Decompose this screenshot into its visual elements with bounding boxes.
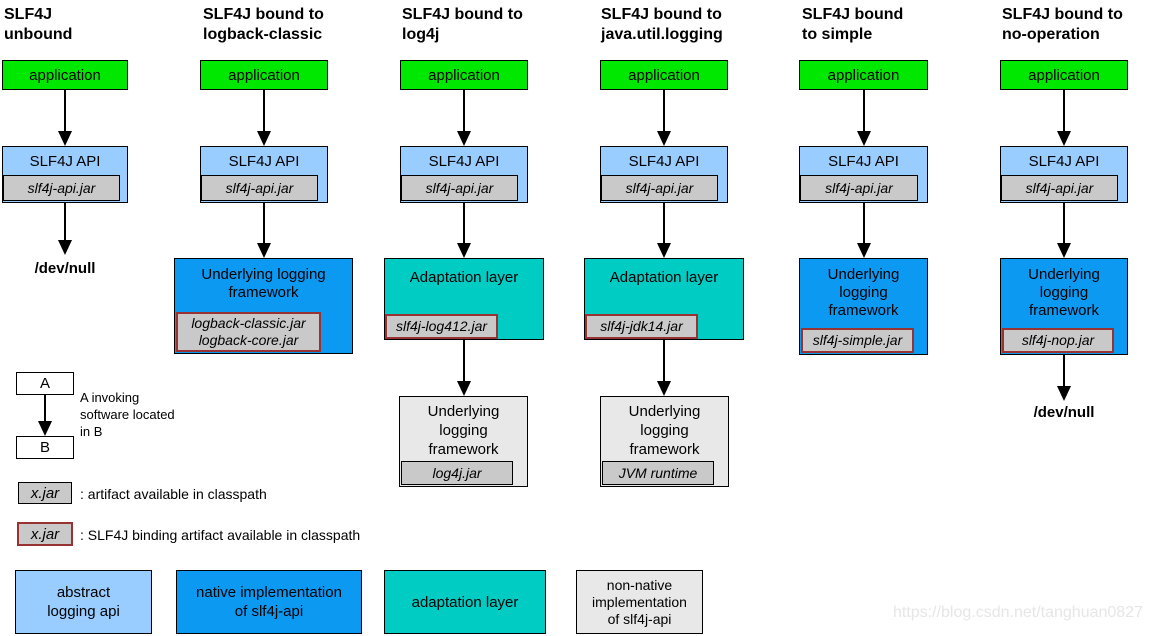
arrow-down-icon: [256, 203, 272, 258]
application-box: application: [400, 60, 528, 90]
api-jar-label: slf4j-api.jar: [601, 175, 718, 201]
legend-binding-jar: x.jar: [17, 522, 73, 546]
arrow-down-icon: [1056, 90, 1072, 146]
slf4j-api-box: SLF4J API slf4j-api.jar: [400, 146, 528, 203]
column-title: SLF4J bound to logback-classic: [203, 6, 324, 43]
legend-box-a: A: [16, 372, 74, 395]
framework-jar-label: JVM runtime: [602, 461, 714, 485]
adaptation-layer-box: Adaptation layer slf4j-jdk14.jar: [584, 258, 744, 340]
arrow-down-icon: [256, 90, 272, 146]
adaptation-label: Adaptation layer: [409, 269, 519, 286]
legend-plain-jar-note: : artifact available in classpath: [80, 486, 267, 502]
api-label: SLF4J API: [228, 153, 300, 170]
legend-binding-jar-note: : SLF4J binding artifact available in cl…: [80, 527, 361, 543]
legend-invoke-note: A invoking software located in B: [80, 390, 175, 439]
key-abstract-logging-api: abstract logging api: [15, 570, 152, 634]
column-title: SLF4J bound to java.util.logging: [601, 6, 723, 43]
legend-box-b: B: [16, 436, 74, 459]
key-native-implementation: native implementation of slf4j-api: [176, 570, 362, 634]
arrow-down-icon: [1056, 203, 1072, 258]
framework-label: Underlying logging framework: [201, 266, 326, 301]
application-box: application: [200, 60, 328, 90]
arrow-down-icon: [456, 90, 472, 146]
application-box: application: [2, 60, 128, 90]
slf4j-api-box: SLF4J API slf4j-api.jar: [600, 146, 728, 203]
column-title: SLF4J unbound: [4, 6, 73, 43]
adaptation-label: Adaptation layer: [609, 269, 719, 286]
column-title: SLF4J bound to no-operation: [1002, 6, 1123, 43]
framework-label: Underlying logging framework: [1028, 266, 1100, 319]
arrow-down-icon: [57, 203, 73, 255]
dev-null-label: /dev/null: [34, 260, 96, 277]
application-box: application: [1000, 60, 1128, 90]
api-label: SLF4J API: [828, 153, 899, 170]
arrow-down-icon: [856, 90, 872, 146]
api-label: SLF4J API: [628, 153, 700, 170]
arrow-down-icon: [656, 340, 672, 396]
application-box: application: [600, 60, 728, 90]
binding-jar-label: slf4j-nop.jar: [1002, 328, 1114, 353]
underlying-framework-box: Underlying logging framework log4j.jar: [399, 396, 528, 487]
underlying-framework-box: Underlying logging framework logback-cla…: [174, 258, 353, 354]
api-label: SLF4J API: [428, 153, 500, 170]
api-jar-label: slf4j-api.jar: [3, 175, 120, 201]
slf4j-api-box: SLF4J API slf4j-api.jar: [799, 146, 928, 203]
arrow-down-icon: [656, 203, 672, 258]
arrow-down-icon: [856, 203, 872, 258]
api-jar-label: slf4j-api.jar: [401, 175, 518, 201]
api-jar-label: slf4j-api.jar: [201, 175, 318, 201]
framework-label: Underlying logging framework: [827, 266, 900, 319]
arrow-down-icon: [656, 90, 672, 146]
binding-jar-label: slf4j-jdk14.jar: [585, 314, 698, 339]
api-jar-label: slf4j-api.jar: [800, 175, 918, 201]
key-non-native-implementation: non-native implementation of slf4j-api: [576, 570, 703, 634]
underlying-framework-box: Underlying logging framework slf4j-nop.j…: [1000, 258, 1128, 355]
binding-jar-label: slf4j-log412.jar: [385, 314, 498, 339]
key-adaptation-layer: adaptation layer: [384, 570, 546, 634]
underlying-framework-box: Underlying logging framework JVM runtime: [600, 396, 729, 487]
adaptation-layer-box: Adaptation layer slf4j-log412.jar: [384, 258, 544, 340]
column-title: SLF4J bound to log4j: [402, 6, 523, 43]
arrow-down-icon: [57, 90, 73, 146]
arrow-down-icon: [37, 395, 53, 436]
slf4j-api-box: SLF4J API slf4j-api.jar: [200, 146, 328, 203]
framework-label: Underlying logging framework: [628, 403, 701, 458]
slf4j-api-box: SLF4J API slf4j-api.jar: [1000, 146, 1128, 203]
legend-plain-jar: x.jar: [18, 482, 72, 504]
application-box: application: [799, 60, 928, 90]
binding-jar-label: logback-classic.jar logback-core.jar: [176, 312, 321, 352]
api-jar-label: slf4j-api.jar: [1001, 175, 1118, 201]
api-label: SLF4J API: [1028, 153, 1100, 170]
framework-jar-label: log4j.jar: [401, 461, 513, 485]
binding-jar-label: slf4j-simple.jar: [801, 328, 914, 353]
dev-null-label: /dev/null: [1033, 404, 1095, 421]
framework-label: Underlying logging framework: [427, 403, 500, 458]
arrow-down-icon: [456, 203, 472, 258]
slf4j-api-box: SLF4J API slf4j-api.jar: [2, 146, 128, 203]
api-label: SLF4J API: [29, 153, 101, 170]
watermark-url: https://blog.csdn.net/tanghuan0827: [893, 604, 1143, 621]
arrow-down-icon: [1056, 355, 1072, 401]
underlying-framework-box: Underlying logging framework slf4j-simpl…: [799, 258, 928, 355]
column-title: SLF4J bound to simple: [802, 6, 904, 43]
arrow-down-icon: [456, 340, 472, 396]
